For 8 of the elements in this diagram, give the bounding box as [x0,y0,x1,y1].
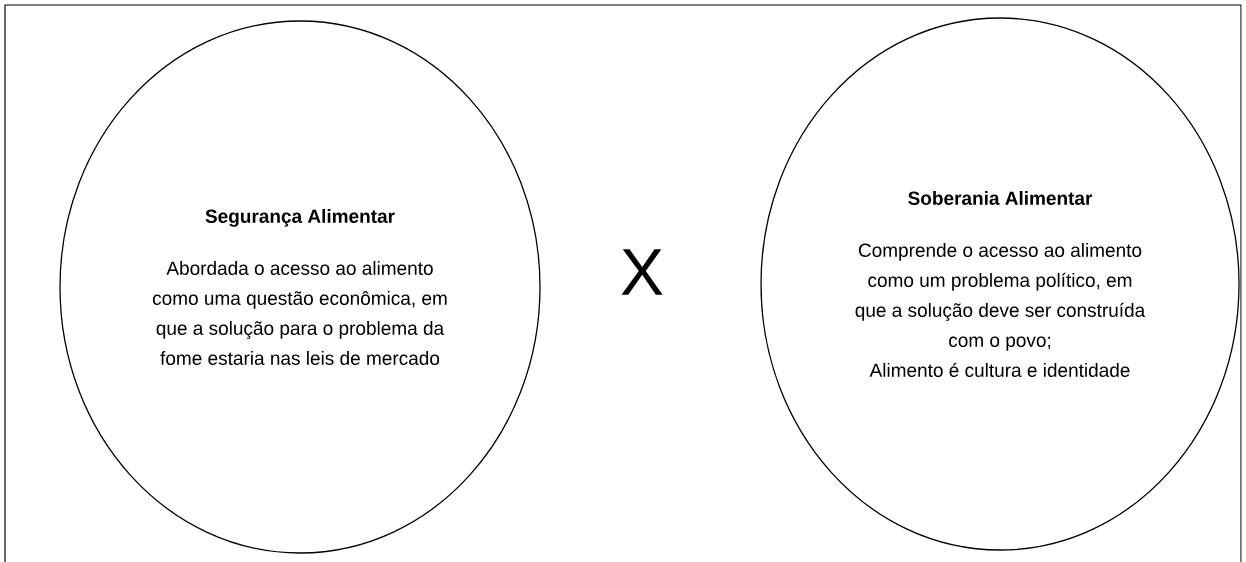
ellipse [760,17,1240,551]
body-text: Comprende o acesso ao alimento como um problema político, em que a solução deve ser construída com o povo; [855,243,1146,351]
versus-symbol: X [621,249,663,295]
ellipse [59,20,541,554]
heading: Soberania Alimentar [908,191,1093,205]
body-text: Abordada o acesso ao alimento como uma questão econômica, em que a solução para o problema da fome estaria nas leis de mercado [152,261,447,365]
heading: Segurança Alimentar [205,209,395,227]
body-text: Alimento é cultura e identidade [869,362,1130,377]
